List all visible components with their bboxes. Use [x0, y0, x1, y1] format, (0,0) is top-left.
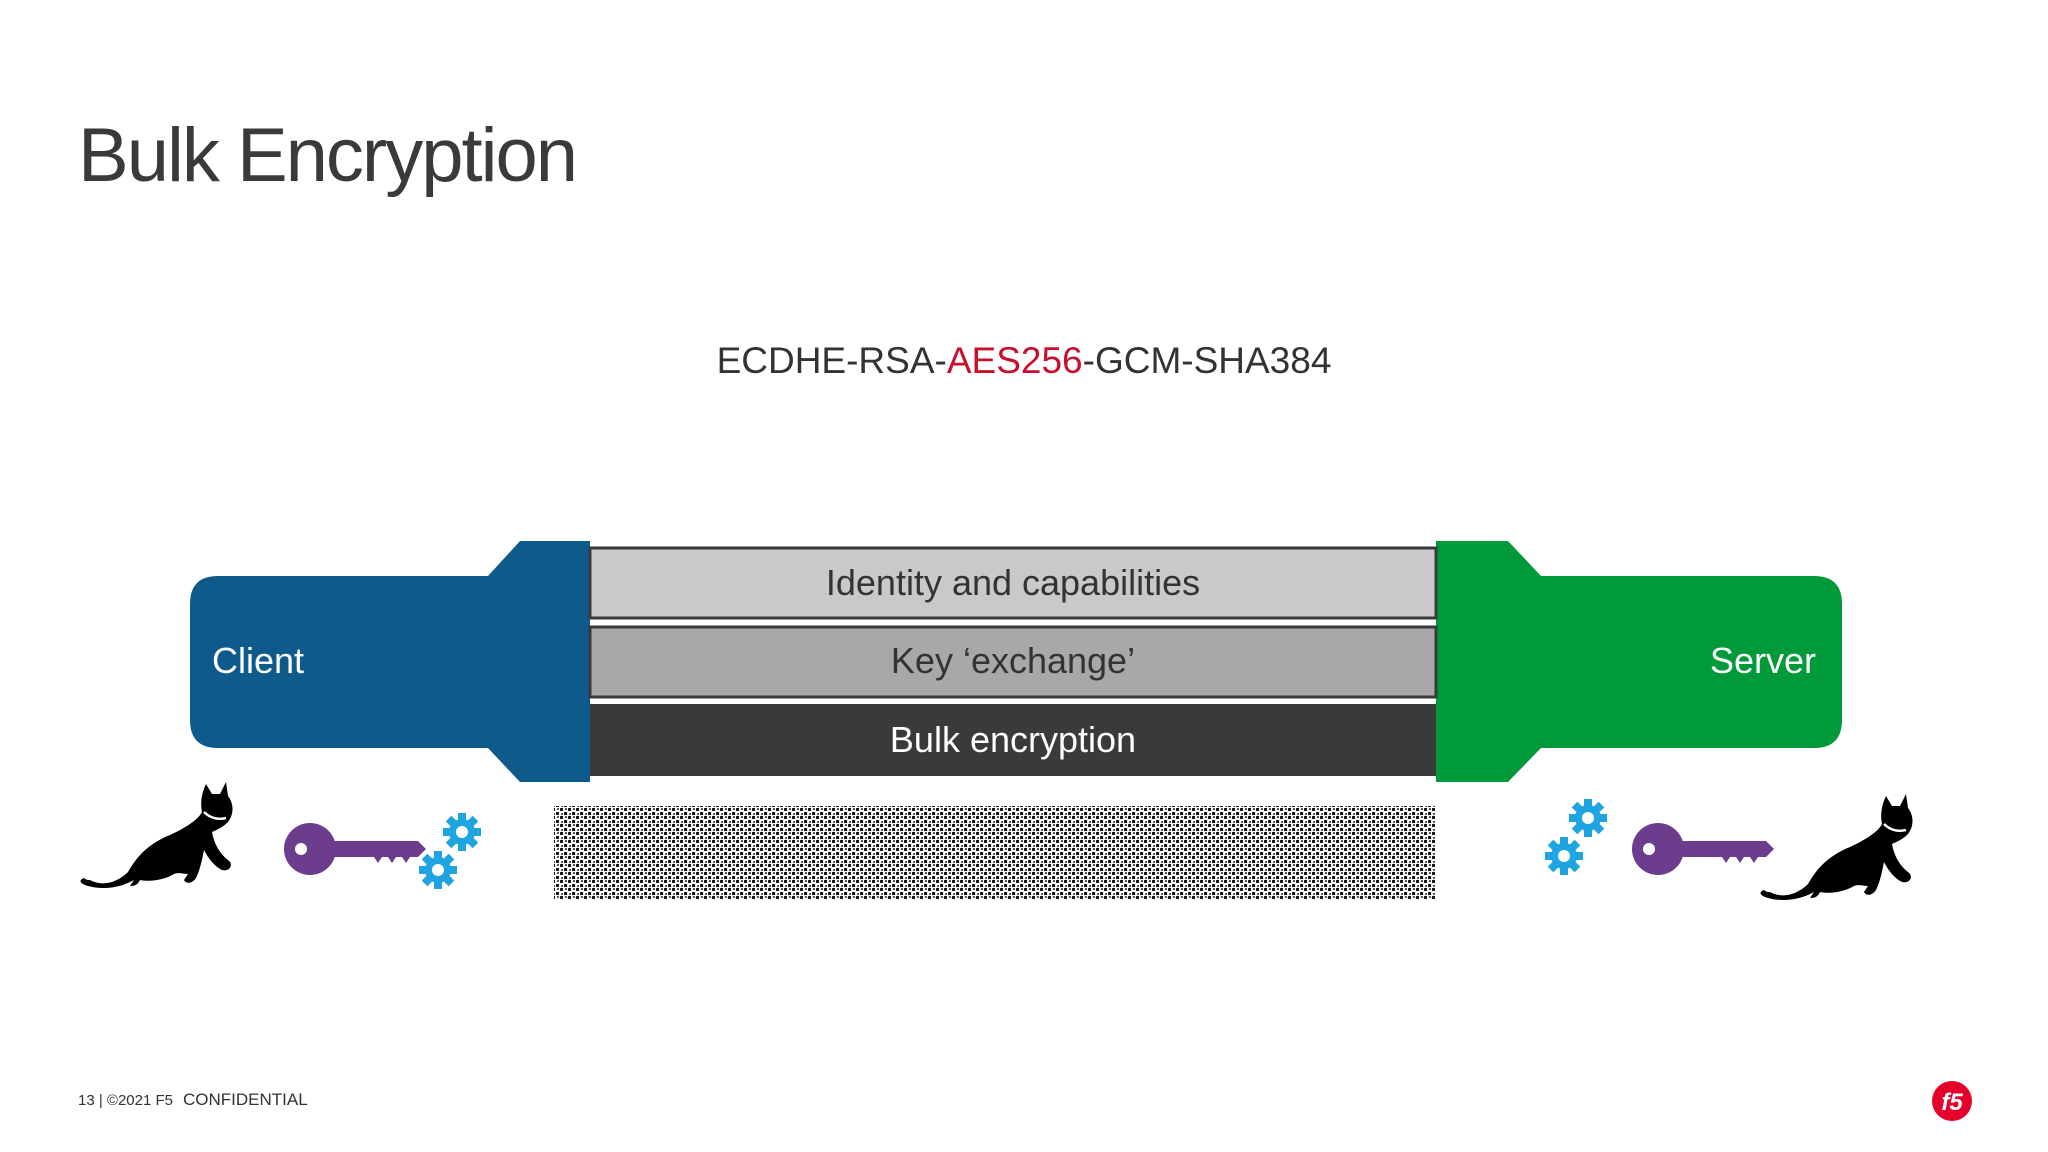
footer: 13 | ©2021 F5 CONFIDENTIAL — [78, 1090, 308, 1110]
key-icon — [284, 823, 426, 875]
layer-key-exchange: Key ‘exchange’ — [588, 625, 1438, 699]
gears-icon — [1545, 799, 1607, 875]
layer-bulk-encryption: Bulk encryption — [590, 704, 1436, 776]
f5-logo-icon: f5 — [1932, 1081, 1972, 1121]
layer-bulk-encryption-label: Bulk encryption — [890, 719, 1136, 760]
cipher-prefix: ECDHE-RSA- — [716, 340, 947, 381]
cat-icon — [1759, 792, 1914, 902]
key-icon — [1632, 823, 1774, 875]
cipher-suffix: -GCM-SHA384 — [1082, 340, 1332, 381]
server-block — [1436, 541, 1842, 782]
cat-icon — [79, 780, 234, 890]
server-label: Server — [1710, 640, 1816, 681]
cipher-highlight: AES256 — [946, 340, 1083, 381]
footer-confidential: CONFIDENTIAL — [183, 1090, 308, 1109]
client-label: Client — [212, 640, 304, 681]
layer-identity-label: Identity and capabilities — [826, 562, 1200, 603]
slide-title: Bulk Encryption — [78, 113, 578, 198]
cipher-suite: ECDHE-RSA-AES256-GCM-SHA384 — [0, 340, 2048, 382]
layer-identity: Identity and capabilities — [588, 546, 1438, 620]
encrypted-data-strip — [554, 806, 1436, 900]
gears-icon — [419, 813, 481, 889]
footer-page-copyright: 13 | ©2021 F5 — [78, 1092, 174, 1109]
svg-text:f5: f5 — [1941, 1089, 1963, 1116]
layer-key-exchange-label: Key ‘exchange’ — [891, 640, 1135, 681]
client-block — [190, 541, 590, 782]
